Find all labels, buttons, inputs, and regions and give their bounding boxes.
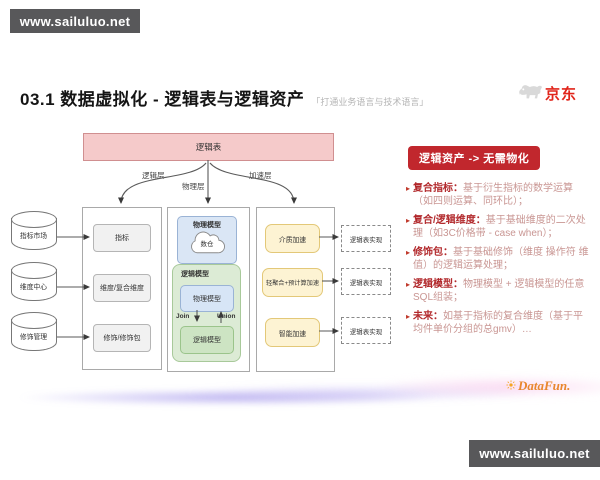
jd-dog-mascot-icon — [516, 80, 542, 107]
bullet-arrow-icon: ▸ — [406, 248, 411, 257]
datafun-logo: DataFun. — [506, 377, 570, 395]
join-label: Join — [176, 313, 190, 320]
logical-asset-badge: 逻辑资产 -> 无需物化 — [408, 146, 541, 170]
bullet-logical-model: ▸ 逻辑模型：物理模型 + 逻辑模型的任意SQL组装； — [406, 278, 589, 304]
bullet-body: 基于基础维度的二次处理（如3C价格带 - case when）； — [413, 215, 586, 239]
bullet-term: 复合指标： — [413, 183, 464, 194]
bullet-term: 未来： — [413, 311, 444, 322]
impl-box-3: 逻辑表实现 — [341, 317, 391, 344]
accel-item-medium: 介质加速 — [265, 224, 320, 253]
accel-item-preaggregate: 轻聚合+预计算加速 — [262, 268, 323, 297]
cylinder-label: 修饰管理 — [19, 334, 48, 341]
bullet-future: ▸ 未来：如基于指标的复合维度（基于平均件单价分组的总gmv）… — [406, 310, 589, 336]
data-warehouse-cloud-icon: 数仓 — [187, 229, 227, 259]
datafun-logo-text: DataFun. — [518, 378, 571, 393]
header: 03.1 数据虚拟化 - 逻辑表与逻辑资产 「打通业务语言与技术语言」 — [20, 85, 428, 110]
bullet-composite-dimension: ▸ 复合/逻辑维度：基于基础维度的二次处理（如3C价格带 - case when… — [406, 214, 589, 240]
bullet-body: 基于衍生指标的数学运算（如四则运算、同环比）； — [413, 183, 574, 207]
bullet-term: 逻辑模型： — [413, 279, 464, 290]
page-subtitle: 「打通业务语言与技术语言」 — [311, 97, 429, 107]
physical-model-label: 物理模型 — [193, 222, 221, 229]
accel-item-smart: 智能加速 — [265, 318, 320, 347]
inner-physical-model-box: 物理模型 — [180, 285, 234, 312]
bullet-arrow-icon: ▸ — [406, 184, 411, 193]
annotation-bullets: ▸ 复合指标：基于衍生指标的数学运算（如四则运算、同环比）； ▸ 复合/逻辑维度… — [406, 182, 589, 342]
union-label: Union — [217, 313, 236, 320]
physical-model-box: 物理模型 数仓 — [177, 216, 237, 264]
decorative-wave-purple-2 — [180, 385, 540, 401]
datafun-sun-icon — [506, 377, 516, 395]
bullet-composite-metric: ▸ 复合指标：基于衍生指标的数学运算（如四则运算、同环比）； — [406, 182, 589, 208]
inner-logical-model-box: 逻辑模型 — [180, 326, 234, 354]
cylinder-top — [11, 262, 57, 279]
jd-brand-text: 京东 — [545, 86, 578, 103]
decorative-wave-purple — [15, 389, 445, 406]
bullet-term: 复合/逻辑维度： — [413, 215, 486, 226]
branch-label-logic-layer: 逻辑层 — [142, 171, 165, 180]
logic-item-dimension: 维度/复合维度 — [93, 274, 151, 302]
bullet-body: 如基于指标的复合维度（基于平均件单价分组的总gmv）… — [413, 311, 584, 335]
logic-item-modifier: 修饰/修饰包 — [93, 324, 151, 352]
logical-model-group-label: 逻辑模型 — [181, 271, 209, 278]
impl-box-1: 逻辑表实现 — [341, 225, 391, 252]
bullet-modifier-package: ▸ 修饰包：基于基础修饰（维度 操作符 维值）的逻辑运算处理； — [406, 246, 589, 272]
jd-logo: 京东 — [516, 80, 577, 107]
cylinder-top — [11, 312, 57, 329]
bullet-arrow-icon: ▸ — [406, 280, 411, 289]
bullet-body: 物理模型 + 逻辑模型的任意SQL组装； — [413, 279, 585, 303]
bullet-arrow-icon: ▸ — [406, 312, 411, 321]
root-logical-table-box: 逻辑表 — [83, 133, 334, 161]
data-warehouse-label: 数仓 — [200, 241, 214, 248]
bullet-arrow-icon: ▸ — [406, 216, 411, 225]
watermark-top-left: www.sailuluo.net — [10, 9, 140, 33]
impl-box-2: 逻辑表实现 — [341, 268, 391, 295]
branch-label-physical-layer: 物理层 — [182, 182, 205, 191]
logic-item-metric: 指标 — [93, 224, 151, 252]
cylinder-top — [11, 211, 57, 228]
watermark-bottom-right: www.sailuluo.net — [469, 440, 600, 467]
logical-model-group: 逻辑模型 物理模型 Join Union 逻辑模型 — [172, 264, 241, 362]
source-db-dimension-center: 维度中心 — [11, 262, 57, 308]
source-db-modifier-mgmt: 修饰管理 — [11, 312, 57, 358]
branch-label-accel-layer: 加速层 — [249, 171, 272, 180]
source-db-metric-market: 指标市场 — [11, 211, 57, 257]
cylinder-label: 指标市场 — [19, 233, 48, 240]
page-title: 03.1 数据虚拟化 - 逻辑表与逻辑资产 — [20, 90, 305, 109]
cylinder-label: 维度中心 — [19, 284, 48, 291]
bullet-body: 基于基础修饰（维度 操作符 维值）的逻辑运算处理； — [413, 247, 589, 271]
bullet-term: 修饰包： — [413, 247, 454, 258]
